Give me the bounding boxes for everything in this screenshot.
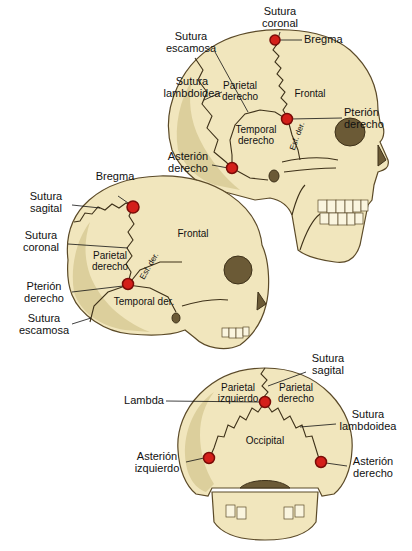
bone-label: Temporal der. xyxy=(108,296,180,307)
bone-label: Frontal xyxy=(168,228,218,239)
tooth xyxy=(226,505,235,517)
tooth xyxy=(229,328,236,338)
leader-line xyxy=(72,286,123,292)
suture-label: Sutura sagital xyxy=(18,190,74,215)
coronal-suture xyxy=(272,38,288,118)
ear-canal xyxy=(172,313,180,323)
tooth xyxy=(236,328,243,338)
teeth xyxy=(226,505,304,519)
orbit xyxy=(224,256,252,284)
bone-label: Occipital xyxy=(236,435,294,446)
bone-label: Parietal derecho xyxy=(272,382,320,404)
ramus-line xyxy=(292,185,305,215)
mandible xyxy=(212,492,318,540)
tooth xyxy=(237,507,246,519)
bone-label: Parietal izquierdo xyxy=(212,382,264,404)
skull-posterior xyxy=(166,368,352,540)
tooth xyxy=(320,213,329,224)
suture-label: Sutura escamosa xyxy=(14,312,74,337)
landmark-label: Pterión derecho xyxy=(14,280,74,305)
landmark-label: Pterión derecho xyxy=(344,106,404,131)
landmark-dot xyxy=(260,397,271,408)
tooth xyxy=(327,200,336,213)
landmark-dot xyxy=(127,201,139,213)
zygomatic-arch xyxy=(284,168,336,172)
landmark-dot xyxy=(227,163,238,174)
skull-outline xyxy=(67,176,268,349)
nasal-aperture xyxy=(378,145,386,166)
tooth xyxy=(222,328,229,337)
landmark-dot xyxy=(316,457,327,468)
lambdoid-suture xyxy=(210,402,265,457)
bone-label: Parietal derecho xyxy=(84,250,136,272)
landmark-dot xyxy=(282,114,293,125)
lambdoid-suture xyxy=(265,402,320,462)
leader-line xyxy=(72,205,100,208)
leader-line xyxy=(72,318,91,324)
leader-line xyxy=(186,458,204,462)
skull-outline xyxy=(178,368,352,496)
tooth xyxy=(336,200,345,213)
bone-label: Esf. der. xyxy=(287,116,309,157)
suture-label: Sutura sagital xyxy=(302,352,354,377)
foramen-magnum xyxy=(240,481,290,489)
tooth xyxy=(284,507,293,519)
landmark-label: Lambda xyxy=(118,394,170,406)
tooth xyxy=(295,505,304,517)
leader-line xyxy=(290,118,342,119)
tooth xyxy=(338,213,347,225)
bone-shading xyxy=(185,392,214,492)
landmark-dot xyxy=(123,279,134,290)
tooth xyxy=(361,200,368,211)
teeth xyxy=(222,327,249,338)
landmark-label: Bregma xyxy=(90,170,140,182)
bone-label: Frontal xyxy=(285,88,335,99)
tooth xyxy=(355,213,363,224)
leader-line xyxy=(300,424,336,427)
ear-canal xyxy=(269,170,279,182)
landmark-label: Asterión derecho xyxy=(160,150,216,175)
nasal-aperture xyxy=(257,292,266,310)
suture-label: Sutura coronal xyxy=(250,5,310,30)
tooth xyxy=(347,213,355,225)
tooth xyxy=(243,327,249,336)
bone-label: Esf. der. xyxy=(137,249,163,285)
leader-line xyxy=(212,165,228,168)
bone-label: Temporal derecho xyxy=(228,124,284,146)
landmark-dot xyxy=(204,453,215,464)
zygomatic-arch xyxy=(182,299,228,306)
tooth xyxy=(345,200,353,213)
tooth xyxy=(353,200,361,212)
landmark-label: Bregma xyxy=(304,33,354,45)
teeth xyxy=(318,200,368,225)
mandible-line xyxy=(300,214,320,250)
bone-label: Parietal derecho xyxy=(214,80,266,102)
landmark-label: Asterión izquierdo xyxy=(126,450,188,475)
leader-line xyxy=(278,40,302,41)
leader-line xyxy=(68,244,128,248)
leader-line xyxy=(326,463,347,466)
tooth xyxy=(329,213,338,225)
tooth xyxy=(318,200,327,212)
suture-label: Sutura coronal xyxy=(12,229,70,254)
landmark-dot xyxy=(270,35,280,45)
suture-label: Sutura escamosa xyxy=(160,30,222,55)
suture-label: Sutura lambdoidea xyxy=(334,408,402,433)
infant-skull-lateral xyxy=(67,176,268,349)
landmark-label: Asterión derecho xyxy=(344,455,402,480)
suture-label: Sutura lambdoidea xyxy=(158,75,226,100)
zygomatic-arch xyxy=(282,158,338,162)
